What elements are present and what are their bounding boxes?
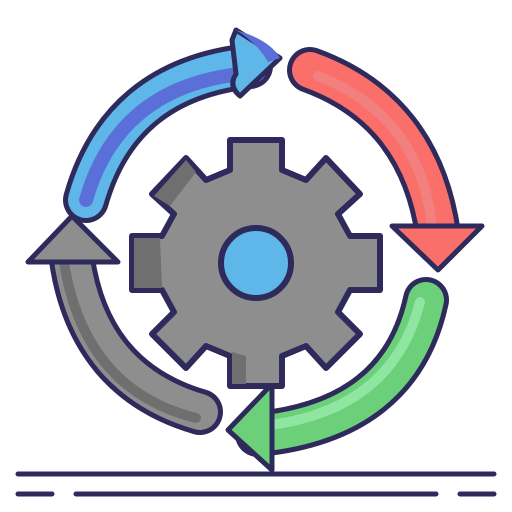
- green-arrow-icon: [225, 277, 449, 473]
- blue-arrow-icon: [63, 27, 283, 223]
- gear-icon: [129, 137, 383, 389]
- gear-center: [218, 225, 294, 301]
- red-arrow-icon: [287, 47, 485, 273]
- gray-arrow-icon: [25, 213, 223, 435]
- ground-lines: [15, 471, 497, 497]
